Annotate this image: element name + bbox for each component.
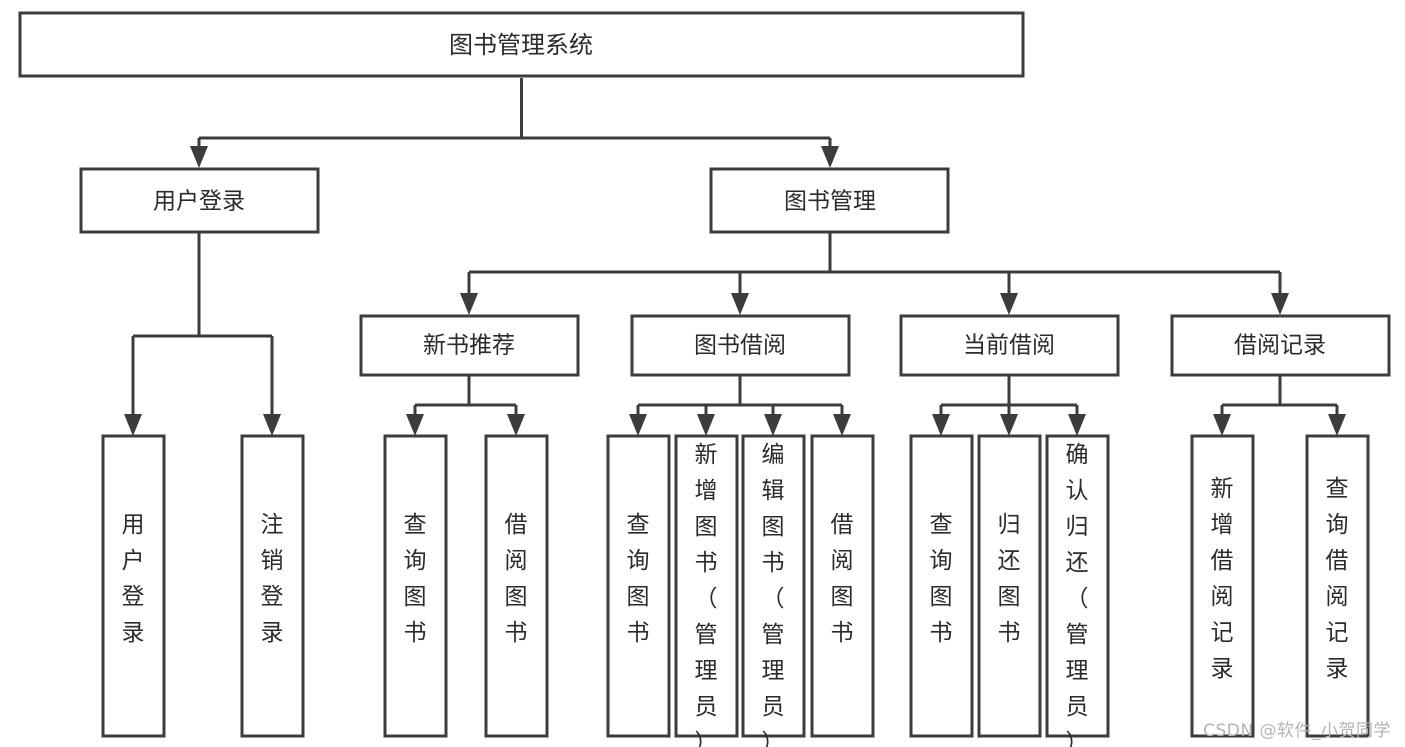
arrow-to-user-login xyxy=(190,146,208,168)
arrow-to-new-book-rec xyxy=(460,293,478,315)
node-leaf-query-book-1[interactable]: 查询图书 xyxy=(383,434,448,738)
node-leaf-edit-book-label: 编辑图书（管理员） xyxy=(762,442,785,747)
node-new-book-rec-box[interactable] xyxy=(359,314,580,377)
node-book-borrow[interactable]: 图书借阅 xyxy=(630,314,851,377)
arrow-to-leaf-user-login xyxy=(124,414,142,436)
arrow-to-leaf-confirm-return xyxy=(1068,414,1086,436)
leaf-node-group: 用户登录 注销登录 查询图书 借阅图书 查询图书 新增图书（管理员） xyxy=(101,434,1370,747)
node-book-manage-label: 图书管理 xyxy=(784,189,876,215)
arrow-to-leaf-query-book-2 xyxy=(629,414,647,436)
node-leaf-add-book-box[interactable] xyxy=(674,434,739,738)
node-new-book-rec[interactable]: 新书推荐 xyxy=(359,314,580,377)
node-user-login-label: 用户登录 xyxy=(153,189,245,215)
node-book-borrow-box[interactable] xyxy=(630,314,851,377)
arrow-to-leaf-borrow-book-1 xyxy=(507,414,525,436)
arrow-to-book-manage xyxy=(821,146,839,168)
node-leaf-add-book-label: 新增图书（管理员） xyxy=(695,442,718,747)
node-borrow-record[interactable]: 借阅记录 xyxy=(1170,314,1391,377)
node-leaf-query-book-2-box[interactable] xyxy=(606,434,671,738)
node-borrow-record-box[interactable] xyxy=(1170,314,1391,377)
arrow-to-leaf-logout xyxy=(263,414,281,436)
node-root-box[interactable] xyxy=(18,11,1025,78)
node-leaf-confirm-return[interactable]: 确认归还（管理员） xyxy=(1045,434,1110,747)
node-leaf-return-book[interactable]: 归还图书 xyxy=(977,434,1042,738)
node-user-login[interactable]: 用户登录 xyxy=(79,167,320,234)
node-leaf-user-login[interactable]: 用户登录 xyxy=(101,434,166,738)
node-leaf-borrow-book-1-box[interactable] xyxy=(484,434,549,738)
node-leaf-confirm-return-box[interactable] xyxy=(1045,434,1110,738)
node-leaf-logout[interactable]: 注销登录 xyxy=(240,434,305,738)
node-leaf-query-book-2[interactable]: 查询图书 xyxy=(606,434,671,738)
node-leaf-user-login-label: 用户登录 xyxy=(122,512,145,646)
node-leaf-return-book-label: 归还图书 xyxy=(998,512,1021,646)
node-leaf-edit-book[interactable]: 编辑图书（管理员） xyxy=(741,434,806,747)
node-leaf-borrow-book-2-box[interactable] xyxy=(810,434,875,738)
node-leaf-user-login-box[interactable] xyxy=(101,434,166,738)
node-leaf-logout-label: 注销登录 xyxy=(261,512,284,646)
node-leaf-logout-box[interactable] xyxy=(240,434,305,738)
node-leaf-add-record-box[interactable] xyxy=(1190,434,1255,738)
arrow-to-book-borrow xyxy=(731,293,749,315)
node-leaf-query-record-box[interactable] xyxy=(1305,434,1370,738)
node-leaf-confirm-return-label: 确认归还（管理员） xyxy=(1066,442,1089,747)
node-leaf-borrow-book-1-label: 借阅图书 xyxy=(505,512,528,646)
node-root[interactable]: 图书管理系统 xyxy=(18,11,1025,78)
node-leaf-borrow-book-1[interactable]: 借阅图书 xyxy=(484,434,549,738)
node-leaf-add-book[interactable]: 新增图书（管理员） xyxy=(674,434,739,747)
node-leaf-borrow-book-2-label: 借阅图书 xyxy=(831,512,854,646)
node-current-borrow-label: 当前借阅 xyxy=(963,333,1055,359)
node-leaf-query-book-1-box[interactable] xyxy=(383,434,448,738)
node-leaf-query-book-2-label: 查询图书 xyxy=(627,512,650,646)
node-leaf-return-book-box[interactable] xyxy=(977,434,1042,738)
node-leaf-query-record-label: 查询借阅记录 xyxy=(1326,476,1349,682)
connector-group xyxy=(124,78,1346,436)
node-leaf-edit-book-box[interactable] xyxy=(741,434,806,738)
arrow-to-leaf-borrow-book-2 xyxy=(833,414,851,436)
node-leaf-query-book-1-label: 查询图书 xyxy=(404,512,427,646)
node-leaf-borrow-book-2[interactable]: 借阅图书 xyxy=(810,434,875,738)
node-new-book-rec-label: 新书推荐 xyxy=(423,333,515,359)
arrow-to-leaf-add-record xyxy=(1213,414,1231,436)
node-leaf-add-record[interactable]: 新增借阅记录 xyxy=(1190,434,1255,738)
node-leaf-query-book-3-label: 查询图书 xyxy=(930,512,953,646)
node-borrow-record-label: 借阅记录 xyxy=(1234,333,1326,359)
node-current-borrow[interactable]: 当前借阅 xyxy=(899,314,1120,377)
arrow-to-leaf-query-book-1 xyxy=(406,414,424,436)
arrow-to-leaf-edit-book xyxy=(764,414,782,436)
arrow-to-borrow-record xyxy=(1271,293,1289,315)
node-leaf-query-book-3-box[interactable] xyxy=(909,434,974,738)
arrow-to-leaf-query-record xyxy=(1328,414,1346,436)
node-root-label: 图书管理系统 xyxy=(449,31,593,59)
node-current-borrow-box[interactable] xyxy=(899,314,1120,377)
arrow-to-leaf-query-book-3 xyxy=(932,414,950,436)
arrow-to-current-borrow xyxy=(1000,293,1018,315)
arrow-to-leaf-add-book xyxy=(697,414,715,436)
node-user-login-box[interactable] xyxy=(79,167,320,234)
node-leaf-query-book-3[interactable]: 查询图书 xyxy=(909,434,974,738)
node-book-manage-box[interactable] xyxy=(709,167,950,234)
node-leaf-query-record[interactable]: 查询借阅记录 xyxy=(1305,434,1370,738)
node-leaf-add-record-label: 新增借阅记录 xyxy=(1211,476,1234,682)
node-book-borrow-label: 图书借阅 xyxy=(694,333,786,359)
node-book-manage[interactable]: 图书管理 xyxy=(709,167,950,234)
arrow-to-leaf-return-book xyxy=(1000,414,1018,436)
